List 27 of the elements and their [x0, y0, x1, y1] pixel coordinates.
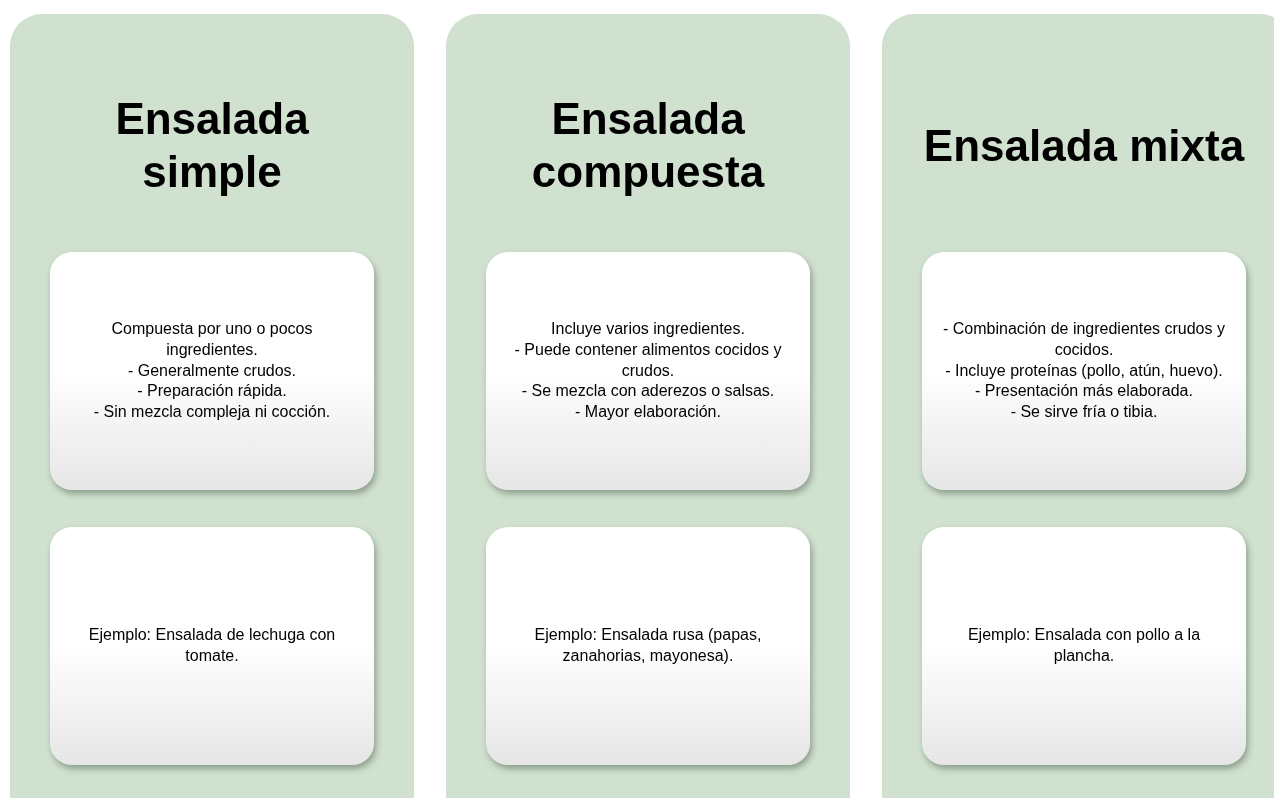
info-card	[922, 252, 1246, 490]
card-text: - Combinación de ingredientes crudos y cocidos.	[942, 319, 1226, 360]
card-text: - Mayor elaboración.	[575, 402, 721, 423]
info-card	[486, 527, 810, 765]
info-card	[922, 527, 1246, 765]
card-text: - Se mezcla con aderezos o salsas.	[521, 381, 775, 402]
column-heading: Ensalada mixta	[922, 119, 1246, 172]
card-text: Incluye varios ingredientes.	[551, 319, 745, 339]
card-text: - Generalmente crudos.	[127, 360, 297, 381]
card-text: Ejemplo: Ensalada rusa (papas, zanahorias, mayonesa).	[533, 625, 763, 666]
card-text: Compuesta por uno o pocos ingredientes.	[110, 319, 314, 360]
info-card	[50, 527, 374, 765]
card-text: - Presentación más elaborada.	[975, 381, 1193, 402]
card-text: - Puede contener alimentos cocidos y crudos.	[513, 339, 783, 381]
card-text: Ejemplo: Ensalada con pollo a la plancha.	[966, 625, 1202, 666]
column-panel	[446, 14, 850, 798]
card-text: - Se sirve fría o tibia.	[1010, 402, 1158, 423]
column-heading: Ensalada simple	[114, 93, 310, 198]
info-card	[486, 252, 810, 490]
info-card	[50, 252, 374, 490]
card-text: Ejemplo: Ensalada de lechuga con tomate.	[87, 625, 337, 666]
column-panel	[10, 14, 414, 798]
card-text: - Incluye proteínas (pollo, atún, huevo).	[945, 360, 1223, 381]
column-heading: Ensalada compuesta	[530, 93, 766, 198]
card-text: - Preparación rápida.	[137, 381, 287, 402]
card-text: - Sin mezcla compleja ni cocción.	[93, 402, 331, 423]
column-panel	[882, 14, 1274, 798]
